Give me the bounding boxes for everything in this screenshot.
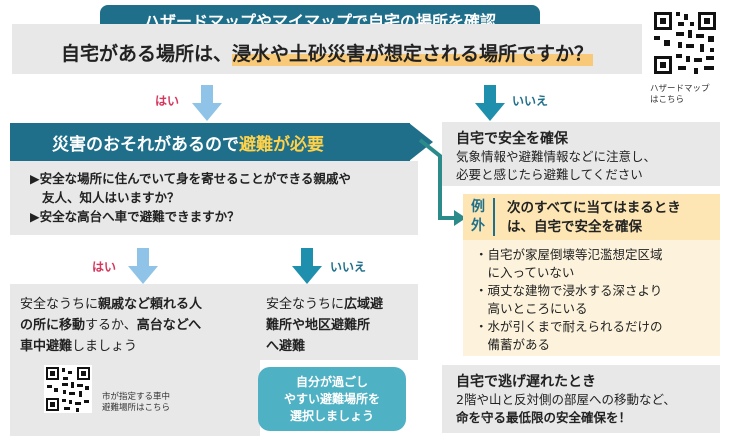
condition-3-line2: 備蓄がある bbox=[475, 337, 551, 352]
exception-conditions: ・自宅が家屋倒壊等氾濫想定区域 に入っていない ・頑丈な建物で浸水する深さより … bbox=[463, 240, 720, 356]
stay-home-line2: 必要と感じたら避難してください bbox=[456, 167, 643, 182]
condition-3-line1: ・水が引くまで耐えられるだけの bbox=[475, 319, 663, 334]
car-qr-caption-1: 市が指定する車中 bbox=[102, 392, 171, 402]
relatives-text-1: 安全なうちに bbox=[20, 297, 99, 312]
connector-arrow bbox=[418, 138, 466, 226]
shelter-text-1: 安全なうちに bbox=[266, 297, 345, 312]
late-escape-line2: 命を守る最低限の安全確保を！ bbox=[456, 410, 632, 425]
qr-caption-line-2: はこちら bbox=[650, 95, 685, 105]
yes-questions-panel: ▶安全な場所に住んでいて身を寄せることができる親戚や 友人、知人はいますか？ ▶… bbox=[10, 161, 418, 235]
exception-heading-2: は、自宅で安全を確保 bbox=[507, 219, 642, 235]
condition-2-line2: 高いところにいる bbox=[475, 301, 588, 316]
shelter-text-2: 広域避 bbox=[344, 297, 384, 312]
exception-tag: 例 外 bbox=[471, 198, 495, 236]
exception-heading-1: 次のすべてに当てはまるとき bbox=[507, 200, 681, 216]
question-relatives-line2: 友人、知人はいますか？ bbox=[42, 190, 180, 205]
relatives-text-7: しましょう bbox=[72, 339, 138, 354]
late-escape-box: 自宅で逃げ遅れたとき 2階や山と反対側の部屋への移動など、 命を守る最低限の安全… bbox=[442, 365, 720, 433]
shelter-box: 安全なうちに広域避 難所や地区避難所 へ避難 bbox=[258, 284, 418, 360]
arrow-down-icon bbox=[192, 85, 222, 121]
car-qr-caption-2: 避難場所はこちら bbox=[102, 403, 171, 413]
stay-home-line1: 気象情報や避難情報などに注意し、 bbox=[456, 149, 657, 164]
callout-line-2: やすい避難場所を bbox=[283, 391, 380, 406]
arrow-down-icon bbox=[475, 85, 505, 121]
arrow-down-icon bbox=[128, 248, 158, 284]
choose-shelter-callout: 自分が過ごし やすい避難場所を 選択しましょう bbox=[258, 367, 406, 431]
qr-caption-line-1: ハザードマップ bbox=[650, 84, 710, 94]
question-car: ▶安全な高台へ車で避難できますか？ bbox=[30, 209, 240, 224]
hazard-map-qr-icon[interactable] bbox=[650, 8, 720, 78]
callout-line-3: 選択しましょう bbox=[289, 408, 374, 423]
stay-home-title: 自宅で安全を確保 bbox=[456, 131, 568, 147]
exception-header: 例 外 次のすべてに当てはまるとき は、自宅で安全を確保 bbox=[463, 194, 720, 240]
exception-tag-1: 例 bbox=[471, 199, 485, 215]
condition-2-line1: ・頑丈な建物で浸水する深さより bbox=[475, 283, 663, 298]
label-yes-top: はい bbox=[155, 94, 180, 108]
callout-line-1: 自分が過ごし bbox=[295, 374, 368, 389]
label-yes-mid: はい bbox=[92, 260, 117, 274]
main-question: 自宅がある場所は、 浸水や土砂災害が想定される場所ですか？ bbox=[12, 24, 642, 74]
banner-emphasis: 避難が必要 bbox=[239, 134, 324, 155]
stay-home-box: 自宅で安全を確保 気象情報や避難情報などに注意し、 必要と感じたら避難してくださ… bbox=[442, 122, 720, 186]
relatives-text-5: 高台などへ bbox=[136, 318, 202, 333]
relatives-text-3: の所に移動 bbox=[20, 318, 86, 333]
hazard-map-qr-caption: ハザードマップ はこちら bbox=[650, 84, 730, 106]
shelter-text-3: 難所や地区避難所 bbox=[266, 318, 371, 333]
shelter-text: 安全なうちに広域避 難所や地区避難所 へ避難 bbox=[266, 294, 418, 357]
question-relatives-line1: ▶安全な場所に住んでいて身を寄せることができる親戚や bbox=[30, 171, 351, 186]
car-evacuation-qr-caption: 市が指定する車中 避難場所はこちら bbox=[102, 392, 252, 414]
shelter-text-4: へ避難 bbox=[266, 339, 306, 354]
banner-text: 災害のおそれがあるので bbox=[52, 134, 239, 155]
relatives-text: 安全なうちに親戚など頼れる人 の所に移動するか、高台などへ 車中避難しましょう bbox=[20, 294, 260, 357]
condition-1-line1: ・自宅が家屋倒壊等氾濫想定区域 bbox=[475, 247, 663, 262]
question-pre: 自宅がある場所は、 bbox=[60, 42, 232, 65]
relatives-text-4: するか、 bbox=[85, 318, 137, 333]
late-escape-line1: 2階や山と反対側の部屋への移動など、 bbox=[456, 392, 676, 407]
label-no-mid: いいえ bbox=[330, 260, 367, 274]
relatives-text-2: 親戚など頼れる人 bbox=[98, 297, 203, 312]
condition-1-line2: に入っていない bbox=[475, 265, 575, 280]
relatives-text-6: 車中避難 bbox=[20, 339, 73, 354]
question-highlight: 浸水や土砂災害が想定される場所ですか？ bbox=[232, 38, 594, 66]
car-evacuation-qr-icon[interactable] bbox=[44, 365, 92, 413]
evacuation-needed-banner: 災害のおそれがあるので 避難が必要 bbox=[10, 123, 410, 161]
arrow-down-icon bbox=[292, 248, 322, 284]
exception-tag-2: 外 bbox=[471, 218, 485, 234]
label-no-top: いいえ bbox=[512, 94, 549, 108]
late-escape-title: 自宅で逃げ遅れたとき bbox=[456, 374, 596, 390]
exception-heading: 次のすべてに当てはまるとき は、自宅で安全を確保 bbox=[507, 199, 681, 237]
